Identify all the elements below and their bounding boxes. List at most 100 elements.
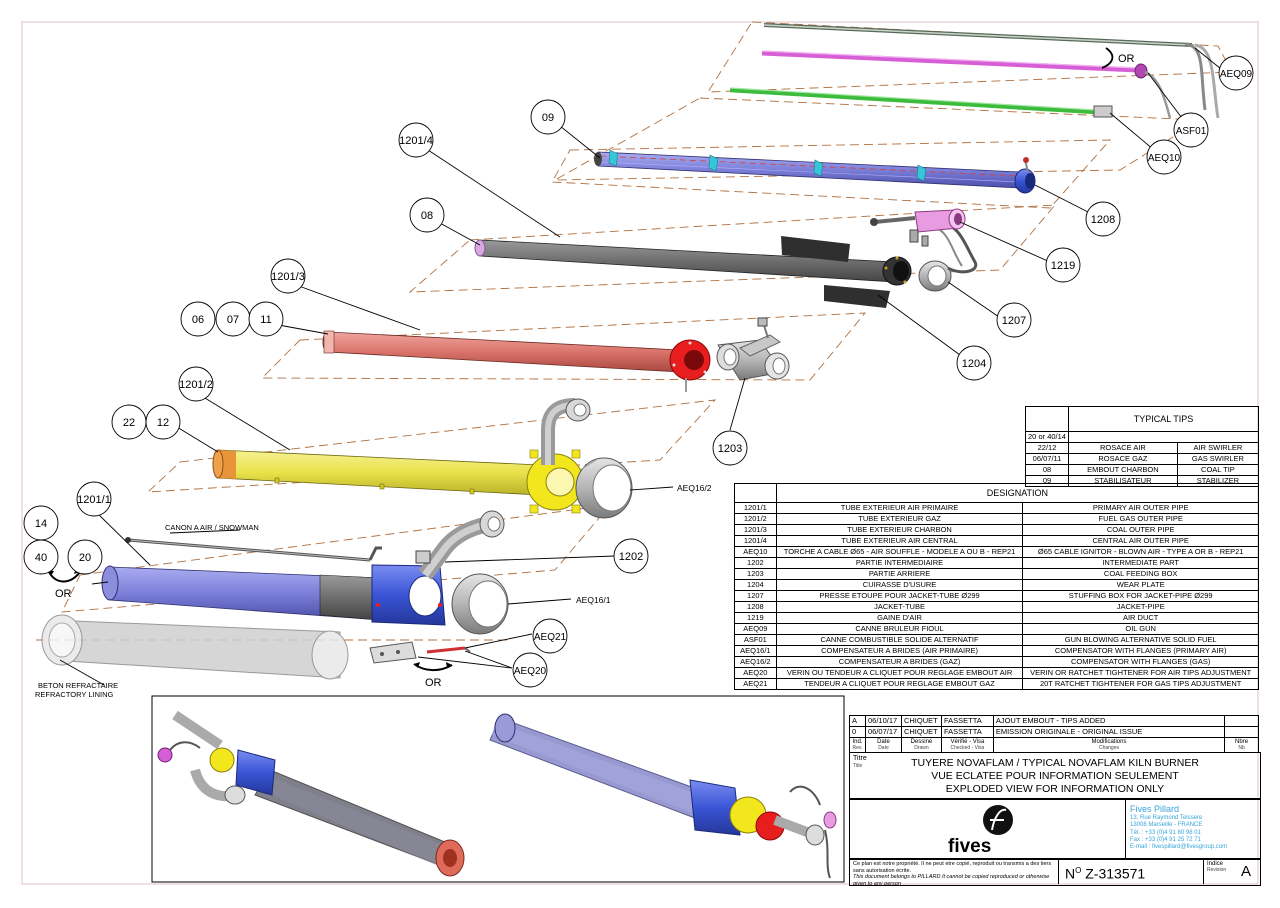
designation-code: 1201/4	[734, 535, 777, 547]
bubble-text-aeq10: AEQ10	[1148, 153, 1181, 164]
tips-header-code: 20 or 40/14	[1025, 431, 1069, 443]
revision-table: A 06/10/17 CHIQUET FASSETTA AJOUT EMBOUT…	[849, 715, 1259, 753]
designation-en: OIL GUN	[1022, 623, 1259, 635]
designation-code: 1201/1	[734, 502, 777, 514]
or-label-left: OR	[55, 588, 72, 600]
bubble-text-11: 11	[260, 314, 271, 326]
bubble-text-1201-3: 1201/3	[271, 271, 305, 283]
tips-code: 06/07/11	[1025, 453, 1069, 465]
designation-code: 1207	[734, 590, 777, 602]
label-beton-fr: BETON REFRACTAIRE	[38, 681, 118, 690]
designation-fr: VERIN OU TENDEUR A CLIQUET POUR REGLAGE …	[775, 667, 1024, 679]
designation-en: INTERMEDIATE PART	[1022, 557, 1259, 569]
designation-en: Ø65 CABLE IGNITOR - BLOWN AIR - TYPE A O…	[1022, 546, 1259, 558]
bubble-1207	[996, 302, 1032, 338]
designation-fr: PRESSE ETOUPE POUR JACKET-TUBE Ø299	[775, 590, 1024, 602]
designation-title: DESIGNATION	[775, 483, 1260, 503]
designation-fr: CANNE BRULEUR FIOUL	[775, 623, 1024, 635]
tips-fr: EMBOUT CHARBON	[1068, 464, 1178, 476]
designation-code: 1208	[734, 601, 777, 613]
bubble-text-40: 40	[35, 552, 47, 564]
index-value: A	[1241, 863, 1252, 880]
bubble-40	[23, 539, 59, 575]
bubble-text-asf01: ASF01	[1176, 126, 1207, 137]
designation-code: 1201/3	[734, 524, 777, 536]
bubble-1201-4	[398, 122, 434, 158]
designation-fr: COMPENSATEUR A BRIDES (GAZ)	[775, 656, 1024, 668]
designation-fr: TORCHE A CABLE Ø65 - AIR SOUFFLE - MODEL…	[775, 546, 1024, 558]
rev-date: 06/07/17	[864, 726, 902, 738]
oil-gun-aeq09	[763, 23, 1220, 119]
designation-code: AEQ10	[734, 546, 777, 558]
designation-fr: TUBE EXTERIEUR GAZ	[775, 513, 1024, 525]
company-address-1: 13, Rue Raymond Teissere	[1130, 815, 1203, 821]
designation-code: 1204	[734, 579, 777, 591]
bubble-11	[248, 301, 284, 337]
document-box: Ce plan est notre propriété. Il ne peut …	[849, 858, 1261, 887]
label-aeq16-1: AEQ16/1	[576, 595, 611, 605]
bubble-08	[409, 197, 445, 233]
doc-prefix: N	[1065, 865, 1076, 882]
rev-mod: EMISSION ORIGINALE - ORIGINAL ISSUE	[992, 726, 1226, 738]
or-label-bottom: OR	[425, 677, 442, 689]
stabilizer-assembly-09	[594, 149, 1036, 194]
bubble-text-1219: 1219	[1051, 260, 1075, 272]
or-label-top: OR	[1118, 53, 1135, 65]
company-email: E-mail : fivespillard@fivesgroup.com	[1130, 844, 1228, 851]
tips-fr: ROSACE GAZ	[1068, 453, 1178, 465]
document-number: NO Z-313571	[1058, 858, 1203, 884]
tips-blank	[1025, 406, 1069, 432]
coal-outer-pipe-1201-3	[322, 330, 711, 392]
bubble-1219	[1045, 247, 1081, 283]
designation-code: AEQ20	[734, 667, 777, 679]
designation-fr: TUBE EXTERIEUR CHARBON	[775, 524, 1024, 536]
bubble-text-aeq20: AEQ20	[514, 666, 547, 677]
bubble-asf01	[1173, 112, 1209, 148]
legal-notice: Ce plan est notre propriété. Il ne peut …	[853, 861, 1058, 887]
designation-code: 1202	[734, 557, 777, 569]
bubble-aeq20	[512, 652, 548, 688]
bubble-1201-2	[178, 366, 214, 402]
callout-bubbles	[23, 55, 1254, 688]
designation-fr: COMPENSATEUR A BRIDES (AIR PRIMAIRE)	[775, 645, 1024, 657]
designation-code: AEQ16/1	[734, 645, 777, 657]
designation-en: AIR DUCT	[1022, 612, 1259, 624]
designation-fr: TUBE EXTERIEUR AIR CENTRAL	[775, 535, 1024, 547]
compensator-aeq16-2	[575, 457, 633, 519]
ratchet-tighteners	[369, 641, 471, 672]
designation-code: ASF01	[734, 634, 777, 646]
tips-row: 22/12 ROSACE AIR AIR SWIRLER	[1025, 442, 1260, 454]
rev-checked: FASSETTA	[940, 726, 994, 738]
designation-blank	[734, 483, 777, 503]
doc-prefix-sup: O	[1075, 866, 1082, 875]
rev-date: 06/10/17	[864, 715, 902, 727]
bubble-aeq21	[532, 618, 568, 654]
bubble-text-07: 07	[227, 314, 239, 326]
bubble-text-1207: 1207	[1002, 315, 1026, 327]
designation-fr: JACKET-TUBE	[775, 601, 1024, 613]
bubble-text-08: 08	[421, 210, 433, 222]
fives-logo-text: fives	[948, 836, 991, 857]
bubble-1202	[613, 538, 649, 574]
bubble-text-1201-2: 1201/2	[179, 379, 213, 391]
designation-en: JACKET-PIPE	[1022, 601, 1259, 613]
designation-fr: GAINE D'AIR	[775, 612, 1024, 624]
or-bracket-top	[1101, 47, 1114, 69]
designation-fr: CUIRASSE D'USURE	[775, 579, 1024, 591]
designation-fr: CANNE COMBUSTIBLE SOLIDE ALTERNATIF	[775, 634, 1024, 646]
designation-en: CENTRAL AIR OUTER PIPE	[1022, 535, 1259, 547]
designation-en: GUN BLOWING ALTERNATIVE SOLID FUEL	[1022, 634, 1259, 646]
